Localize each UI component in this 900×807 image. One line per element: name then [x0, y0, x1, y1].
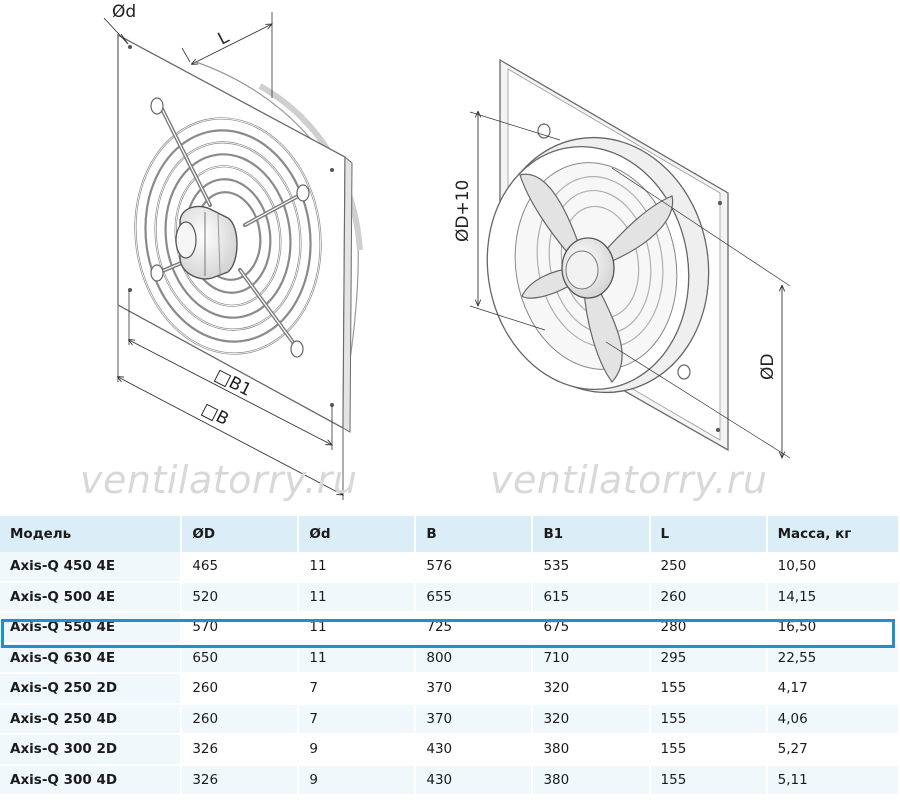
cell: 250 — [649, 552, 768, 583]
table-row: Axis-Q 300 4D 326 9 430 380 155 5,11 — [0, 764, 900, 796]
cell-model: Axis-Q 300 4D — [0, 764, 183, 796]
cell: 675 — [532, 612, 651, 644]
header-D: ØD — [181, 516, 300, 552]
cell: 430 — [415, 764, 534, 796]
cell: 725 — [415, 612, 534, 644]
dim-label-D-plus-10: ØD+10 — [453, 180, 473, 242]
cell: 465 — [181, 552, 300, 583]
cell: 22,55 — [766, 642, 900, 674]
cell: 11 — [298, 642, 417, 674]
dim-label-B: □B — [198, 399, 232, 429]
table-header-row: Модель ØD Ød B B1 L Масса, кг — [0, 516, 900, 552]
cell: 155 — [649, 764, 768, 796]
cell: 9 — [298, 734, 417, 766]
cell: 155 — [649, 734, 768, 766]
cell: 5,27 — [766, 734, 900, 766]
motor — [175, 205, 238, 280]
cell: 370 — [415, 673, 534, 705]
cell-model: Axis-Q 250 2D — [0, 673, 183, 705]
cell: 655 — [415, 581, 534, 613]
dim-label-L: L — [215, 27, 233, 49]
cell: 10,50 — [766, 552, 900, 583]
dim-label-d-small: Ød — [112, 2, 136, 22]
cell-model: Axis-Q 450 4E — [0, 552, 183, 583]
cell: 7 — [298, 673, 417, 705]
table-row: Axis-Q 630 4E 650 11 800 710 295 22,55 — [0, 642, 900, 674]
watermark-right: ventilatorry.ru — [490, 458, 768, 502]
cell: 11 — [298, 552, 417, 583]
cell: 535 — [532, 552, 651, 583]
cell: 800 — [415, 642, 534, 674]
cell: 14,15 — [766, 581, 900, 613]
cell-model: Axis-Q 250 4D — [0, 703, 183, 735]
cell: 260 — [181, 703, 300, 735]
cell: 650 — [181, 642, 300, 674]
cell: 16,50 — [766, 612, 900, 644]
specifications-table: Модель ØD Ød B B1 L Масса, кг Axis-Q 450… — [0, 516, 900, 796]
cell: 280 — [649, 612, 768, 644]
cell: 326 — [181, 764, 300, 796]
table-row: Axis-Q 500 4E 520 11 655 615 260 14,15 — [0, 581, 900, 613]
fan-technical-drawing: Ød L □B1 □B — [103, 2, 791, 500]
header-model: Модель — [0, 516, 183, 552]
header-B1: B1 — [532, 516, 651, 552]
cell: 576 — [415, 552, 534, 583]
cell: 520 — [181, 581, 300, 613]
watermark-left: ventilatorry.ru — [80, 458, 358, 502]
cell: 370 — [415, 703, 534, 735]
cell: 4,17 — [766, 673, 900, 705]
cell: 11 — [298, 581, 417, 613]
header-L: L — [649, 516, 768, 552]
cell: 5,11 — [766, 764, 900, 796]
cell: 430 — [415, 734, 534, 766]
cell: 326 — [181, 734, 300, 766]
cell: 295 — [649, 642, 768, 674]
header-mass: Масса, кг — [766, 516, 900, 552]
cell-model: Axis-Q 300 2D — [0, 734, 183, 766]
header-d: Ød — [298, 516, 417, 552]
cell-model: Axis-Q 500 4E — [0, 581, 183, 613]
cell: 570 — [181, 612, 300, 644]
cell: 710 — [532, 642, 651, 674]
cell: 9 — [298, 764, 417, 796]
cell-model: Axis-Q 630 4E — [0, 642, 183, 674]
cell: 320 — [532, 673, 651, 705]
cell: 320 — [532, 703, 651, 735]
dim-label-D: ØD — [758, 354, 778, 380]
cell-model: Axis-Q 550 4E — [0, 612, 183, 644]
header-B: B — [415, 516, 534, 552]
right-fan-view: ØD+10 ØD — [453, 58, 791, 458]
cell: 260 — [181, 673, 300, 705]
table-row: Axis-Q 450 4E 465 11 576 535 250 10,50 — [0, 552, 900, 583]
cell: 155 — [649, 673, 768, 705]
cell: 380 — [532, 734, 651, 766]
cell: 380 — [532, 764, 651, 796]
table-row: Axis-Q 250 2D 260 7 370 320 155 4,17 — [0, 673, 900, 705]
cell: 4,06 — [766, 703, 900, 735]
table-row-highlighted: Axis-Q 550 4E 570 11 725 675 280 16,50 — [0, 612, 900, 644]
cell: 11 — [298, 612, 417, 644]
table-row: Axis-Q 250 4D 260 7 370 320 155 4,06 — [0, 703, 900, 735]
cell: 155 — [649, 703, 768, 735]
table-row: Axis-Q 300 2D 326 9 430 380 155 5,27 — [0, 734, 900, 766]
cell: 260 — [649, 581, 768, 613]
cell: 615 — [532, 581, 651, 613]
left-fan-view: Ød L □B1 □B — [103, 2, 363, 500]
cell: 7 — [298, 703, 417, 735]
